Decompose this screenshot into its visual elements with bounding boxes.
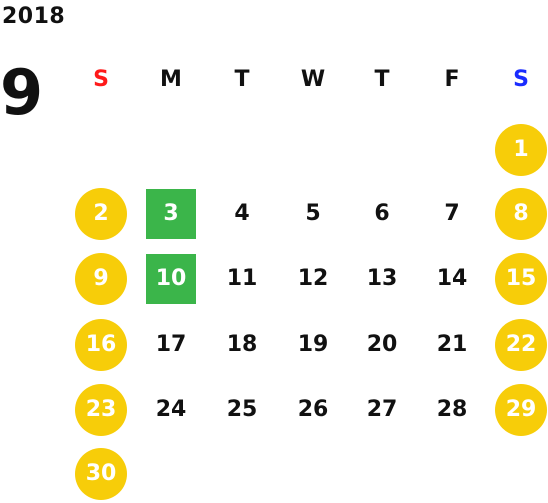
day-15[interactable]: 15 — [495, 253, 547, 305]
day-16[interactable]: 16 — [75, 319, 127, 371]
day-22[interactable]: 22 — [495, 319, 547, 371]
day-20[interactable]: 20 — [366, 332, 398, 357]
day-12[interactable]: 12 — [297, 266, 329, 291]
weekday-header-wed: W — [300, 67, 326, 92]
day-18[interactable]: 18 — [226, 332, 258, 357]
day-7[interactable]: 7 — [444, 201, 460, 226]
weekday-header-sat: S — [513, 67, 529, 92]
day-3[interactable]: 3 — [146, 189, 196, 239]
day-5[interactable]: 5 — [305, 201, 321, 226]
day-9[interactable]: 9 — [75, 253, 127, 305]
day-23[interactable]: 23 — [75, 384, 127, 436]
day-28[interactable]: 28 — [436, 397, 468, 422]
weekday-header-mon: M — [160, 67, 182, 92]
day-6[interactable]: 6 — [374, 201, 390, 226]
day-10[interactable]: 10 — [146, 254, 196, 304]
day-14[interactable]: 14 — [436, 266, 468, 291]
weekday-header-sun: S — [93, 67, 109, 92]
day-21[interactable]: 21 — [436, 332, 468, 357]
day-17[interactable]: 17 — [155, 332, 187, 357]
day-30[interactable]: 30 — [75, 448, 127, 500]
day-26[interactable]: 26 — [297, 397, 329, 422]
day-25[interactable]: 25 — [226, 397, 258, 422]
day-2[interactable]: 2 — [75, 188, 127, 240]
weekday-header-fri: F — [444, 67, 460, 92]
day-29[interactable]: 29 — [495, 384, 547, 436]
day-27[interactable]: 27 — [366, 397, 398, 422]
day-11[interactable]: 11 — [226, 266, 258, 291]
day-8[interactable]: 8 — [495, 188, 547, 240]
month-label: 9 — [0, 56, 44, 129]
day-19[interactable]: 19 — [297, 332, 329, 357]
day-13[interactable]: 13 — [366, 266, 398, 291]
year-label: 2018 — [2, 4, 66, 29]
day-4[interactable]: 4 — [234, 201, 250, 226]
day-1[interactable]: 1 — [495, 124, 547, 176]
weekday-header-thu: T — [374, 67, 390, 92]
weekday-header-tue: T — [234, 67, 250, 92]
day-24[interactable]: 24 — [155, 397, 187, 422]
